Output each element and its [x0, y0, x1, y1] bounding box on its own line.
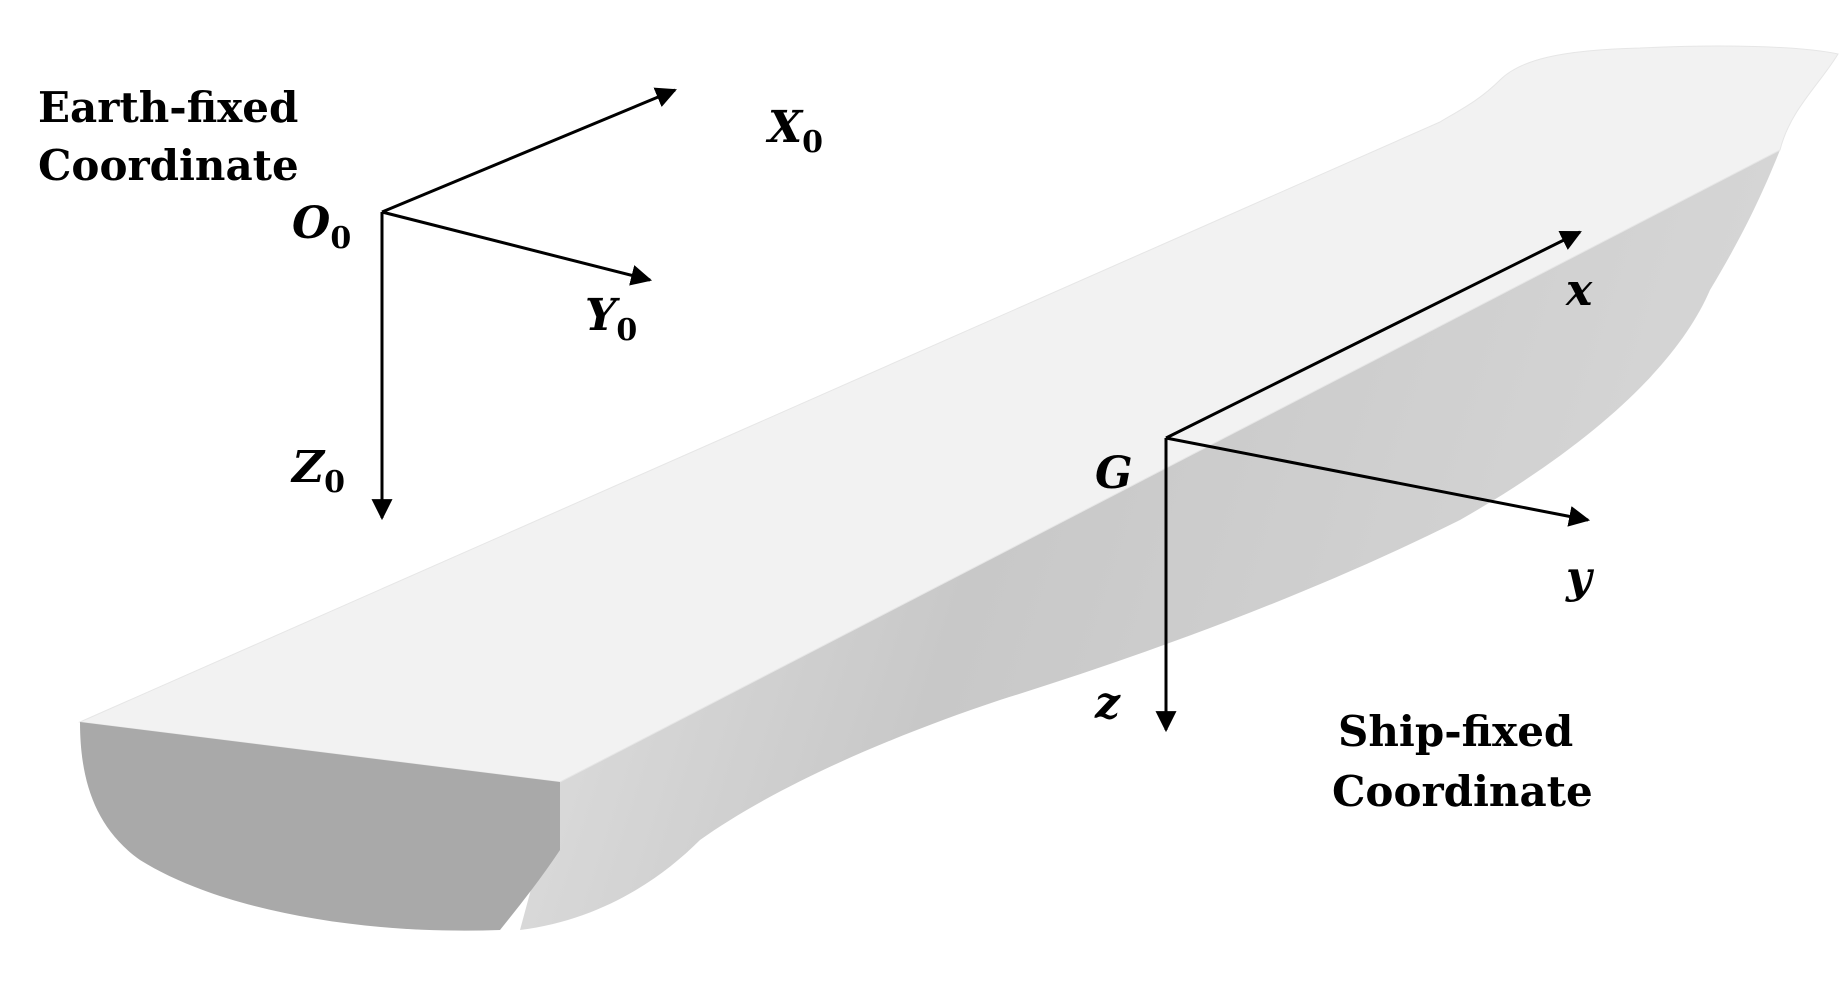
earth-origin-label: O0	[292, 198, 351, 256]
ship-fixed-axes	[1155, 230, 1591, 733]
ship-origin-label: G	[1095, 448, 1133, 499]
ship-caption-line1: Ship-fixed	[1338, 707, 1573, 756]
hull-side	[520, 150, 1780, 930]
ship-z-label: z	[1094, 678, 1121, 729]
hull-deck	[78, 45, 1839, 783]
ship-y-axis	[1165, 436, 1591, 527]
earth-caption-line2: Coordinate	[38, 141, 299, 190]
ship-caption-line2: Coordinate	[1332, 767, 1593, 816]
ship-x-label: x	[1565, 265, 1593, 316]
ship-hull	[78, 45, 1839, 931]
earth-x-axis	[381, 87, 677, 214]
ship-y-label: y	[1565, 552, 1595, 603]
earth-fixed-axes	[371, 87, 677, 521]
earth-x-label: X0	[765, 102, 823, 160]
earth-y-label: Y0	[585, 290, 637, 348]
earth-y-axis	[381, 210, 653, 286]
earth-caption-line1: Earth-fixed	[38, 83, 298, 132]
hull-stern	[80, 722, 560, 931]
earth-z-label: Z0	[290, 442, 345, 500]
ship-x-axis	[1165, 230, 1582, 440]
